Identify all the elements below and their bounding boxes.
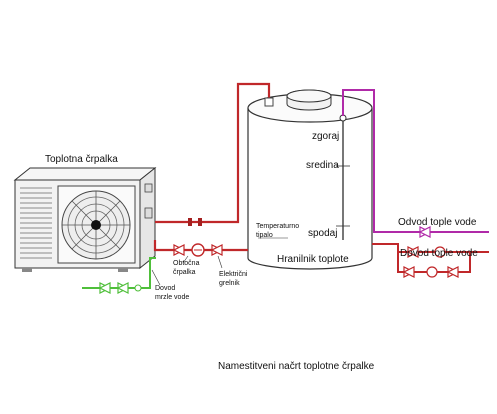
cold-water-inlet-label: Dovod mrzle vode — [155, 285, 189, 303]
heat-pump-label: Toplotna črpalka — [45, 154, 118, 165]
middle-label: sredina — [306, 160, 339, 171]
electric-heater-line-1: Električni — [219, 271, 248, 278]
temperature-sensor-line-2: tipalo — [256, 231, 273, 239]
vent-louvers — [20, 187, 52, 259]
cold-water-inlet-line-1: Dovod — [155, 285, 176, 292]
temperature-sensor-label: Temperaturno tipalo — [256, 223, 299, 241]
tank-label: Hranilnik toplote — [277, 254, 349, 265]
temperature-sensor-line-1: Temperaturno — [256, 223, 300, 230]
circulation-pump-label: Obtočna črpalka — [173, 260, 199, 278]
cold-water-pipe — [82, 257, 156, 294]
hot-water-outlet-label: Odvod tople vode — [398, 217, 477, 228]
hot-supply-pipe — [155, 82, 274, 226]
return-pipe — [151, 237, 288, 286]
hot-water-outlet-pipe — [342, 89, 489, 238]
hot-water-supply-label: Dovod tople vode — [400, 248, 478, 259]
dhw-loop-pipe — [372, 243, 489, 278]
top-label: zgoraj — [312, 131, 340, 142]
circulation-pump-line-2: črpalka — [173, 268, 196, 276]
bottom-label: spodaj — [308, 228, 338, 239]
electric-heater-line-2: grelnik — [219, 279, 240, 287]
cold-water-inlet-line-2: mrzle vode — [155, 293, 190, 301]
electric-heater-label: Električni grelnik — [219, 271, 247, 289]
heat-pump-unit — [13, 166, 157, 272]
diagram-caption: Namestitveni načrt toplotne črpalke — [218, 361, 375, 372]
circulation-pump-line-1: Obtočna — [173, 260, 200, 267]
storage-tank — [247, 89, 373, 270]
